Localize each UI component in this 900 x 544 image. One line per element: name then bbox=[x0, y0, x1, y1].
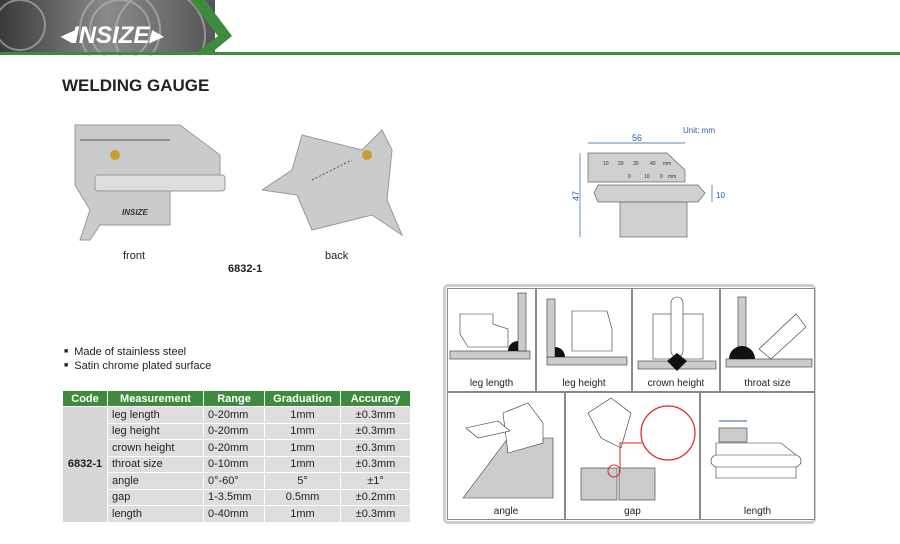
feature-list: Made of stainless steel Satin chrome pla… bbox=[64, 345, 211, 373]
svg-text:0: 0 bbox=[660, 174, 663, 180]
front-label: front bbox=[123, 250, 146, 262]
table-cell: ±0.3mm bbox=[340, 455, 411, 473]
table-cell: ±1° bbox=[340, 472, 411, 490]
front-photo: INSIZE bbox=[74, 124, 226, 241]
svg-text:56: 56 bbox=[632, 133, 642, 143]
col-header: Code bbox=[62, 390, 108, 407]
table-cell: crown height bbox=[107, 439, 204, 457]
table-cell: 0-10mm bbox=[203, 455, 265, 473]
svg-text:10: 10 bbox=[603, 161, 609, 167]
back-photo bbox=[262, 129, 404, 237]
usage-angle: angle bbox=[447, 392, 565, 520]
table-cell: ±0.3mm bbox=[340, 505, 411, 523]
usage-gap: gap bbox=[565, 392, 700, 520]
dimension-drawing: 56 47 10 Unit: mm 10 20 30 40 mm 0 10 0 … bbox=[571, 126, 725, 238]
svg-text:40: 40 bbox=[650, 161, 656, 167]
table-cell: length bbox=[107, 505, 204, 523]
col-header: Range bbox=[203, 390, 265, 407]
table-cell: 0.5mm bbox=[264, 488, 341, 506]
table-cell: 1mm bbox=[264, 455, 341, 473]
table-cell: 1mm bbox=[264, 406, 341, 424]
svg-text:30: 30 bbox=[633, 161, 639, 167]
table-cell: 1mm bbox=[264, 505, 341, 523]
feature-item: Made of stainless steel bbox=[64, 345, 211, 359]
svg-text:47: 47 bbox=[571, 191, 581, 201]
svg-text:mm: mm bbox=[668, 174, 676, 180]
back-label: back bbox=[325, 250, 349, 262]
table-cell: 1mm bbox=[264, 439, 341, 457]
col-header: Measurement bbox=[107, 390, 204, 407]
table-cell: 1-3.5mm bbox=[203, 488, 265, 506]
feature-item: Satin chrome plated surface bbox=[64, 359, 211, 373]
table-cell: leg height bbox=[107, 422, 204, 440]
table-cell: ±0.2mm bbox=[340, 488, 411, 506]
svg-text:10: 10 bbox=[644, 174, 650, 180]
table-cell: 5° bbox=[264, 472, 341, 490]
usage-leg-length: leg length bbox=[447, 288, 536, 392]
table-cell: 1mm bbox=[264, 422, 341, 440]
table-cell: 0-40mm bbox=[203, 505, 265, 523]
model-code: 6832-1 bbox=[228, 263, 263, 275]
spec-table: Code Measurement Range Graduation Accura… bbox=[62, 390, 411, 523]
table-cell: 0°-60° bbox=[203, 472, 265, 490]
col-header: Accuracy bbox=[340, 390, 411, 407]
usage-crown-height: crown height bbox=[632, 288, 720, 392]
svg-text:10: 10 bbox=[716, 191, 725, 200]
table-cell: angle bbox=[107, 472, 204, 490]
header-banner: ◂INSIZE▸ bbox=[0, 0, 900, 56]
table-cell: 0-20mm bbox=[203, 422, 265, 440]
table-cell: gap bbox=[107, 488, 204, 506]
usage-throat-size: throat size bbox=[720, 288, 815, 392]
usage-length: length bbox=[700, 392, 815, 520]
svg-text:mm: mm bbox=[663, 161, 671, 167]
unit-label: Unit: mm bbox=[683, 126, 715, 135]
svg-text:INSIZE: INSIZE bbox=[122, 208, 148, 217]
col-header: Graduation bbox=[264, 390, 341, 407]
table-cell: ±0.3mm bbox=[340, 406, 411, 424]
svg-text:0: 0 bbox=[628, 174, 631, 180]
brand-logo: ◂INSIZE▸ bbox=[60, 22, 164, 49]
table-cell: ±0.3mm bbox=[340, 439, 411, 457]
table-cell: leg length bbox=[107, 406, 204, 424]
code-cell: 6832-1 bbox=[62, 406, 108, 523]
usage-leg-height: leg height bbox=[536, 288, 632, 392]
page-title: WELDING GAUGE bbox=[62, 76, 210, 95]
svg-text:20: 20 bbox=[618, 161, 624, 167]
table-cell: 0-20mm bbox=[203, 439, 265, 457]
table-cell: throat size bbox=[107, 455, 204, 473]
table-cell: ±0.3mm bbox=[340, 422, 411, 440]
usage-diagram-panel: leg length leg height crown height throa… bbox=[443, 284, 816, 524]
table-cell: 0-20mm bbox=[203, 406, 265, 424]
